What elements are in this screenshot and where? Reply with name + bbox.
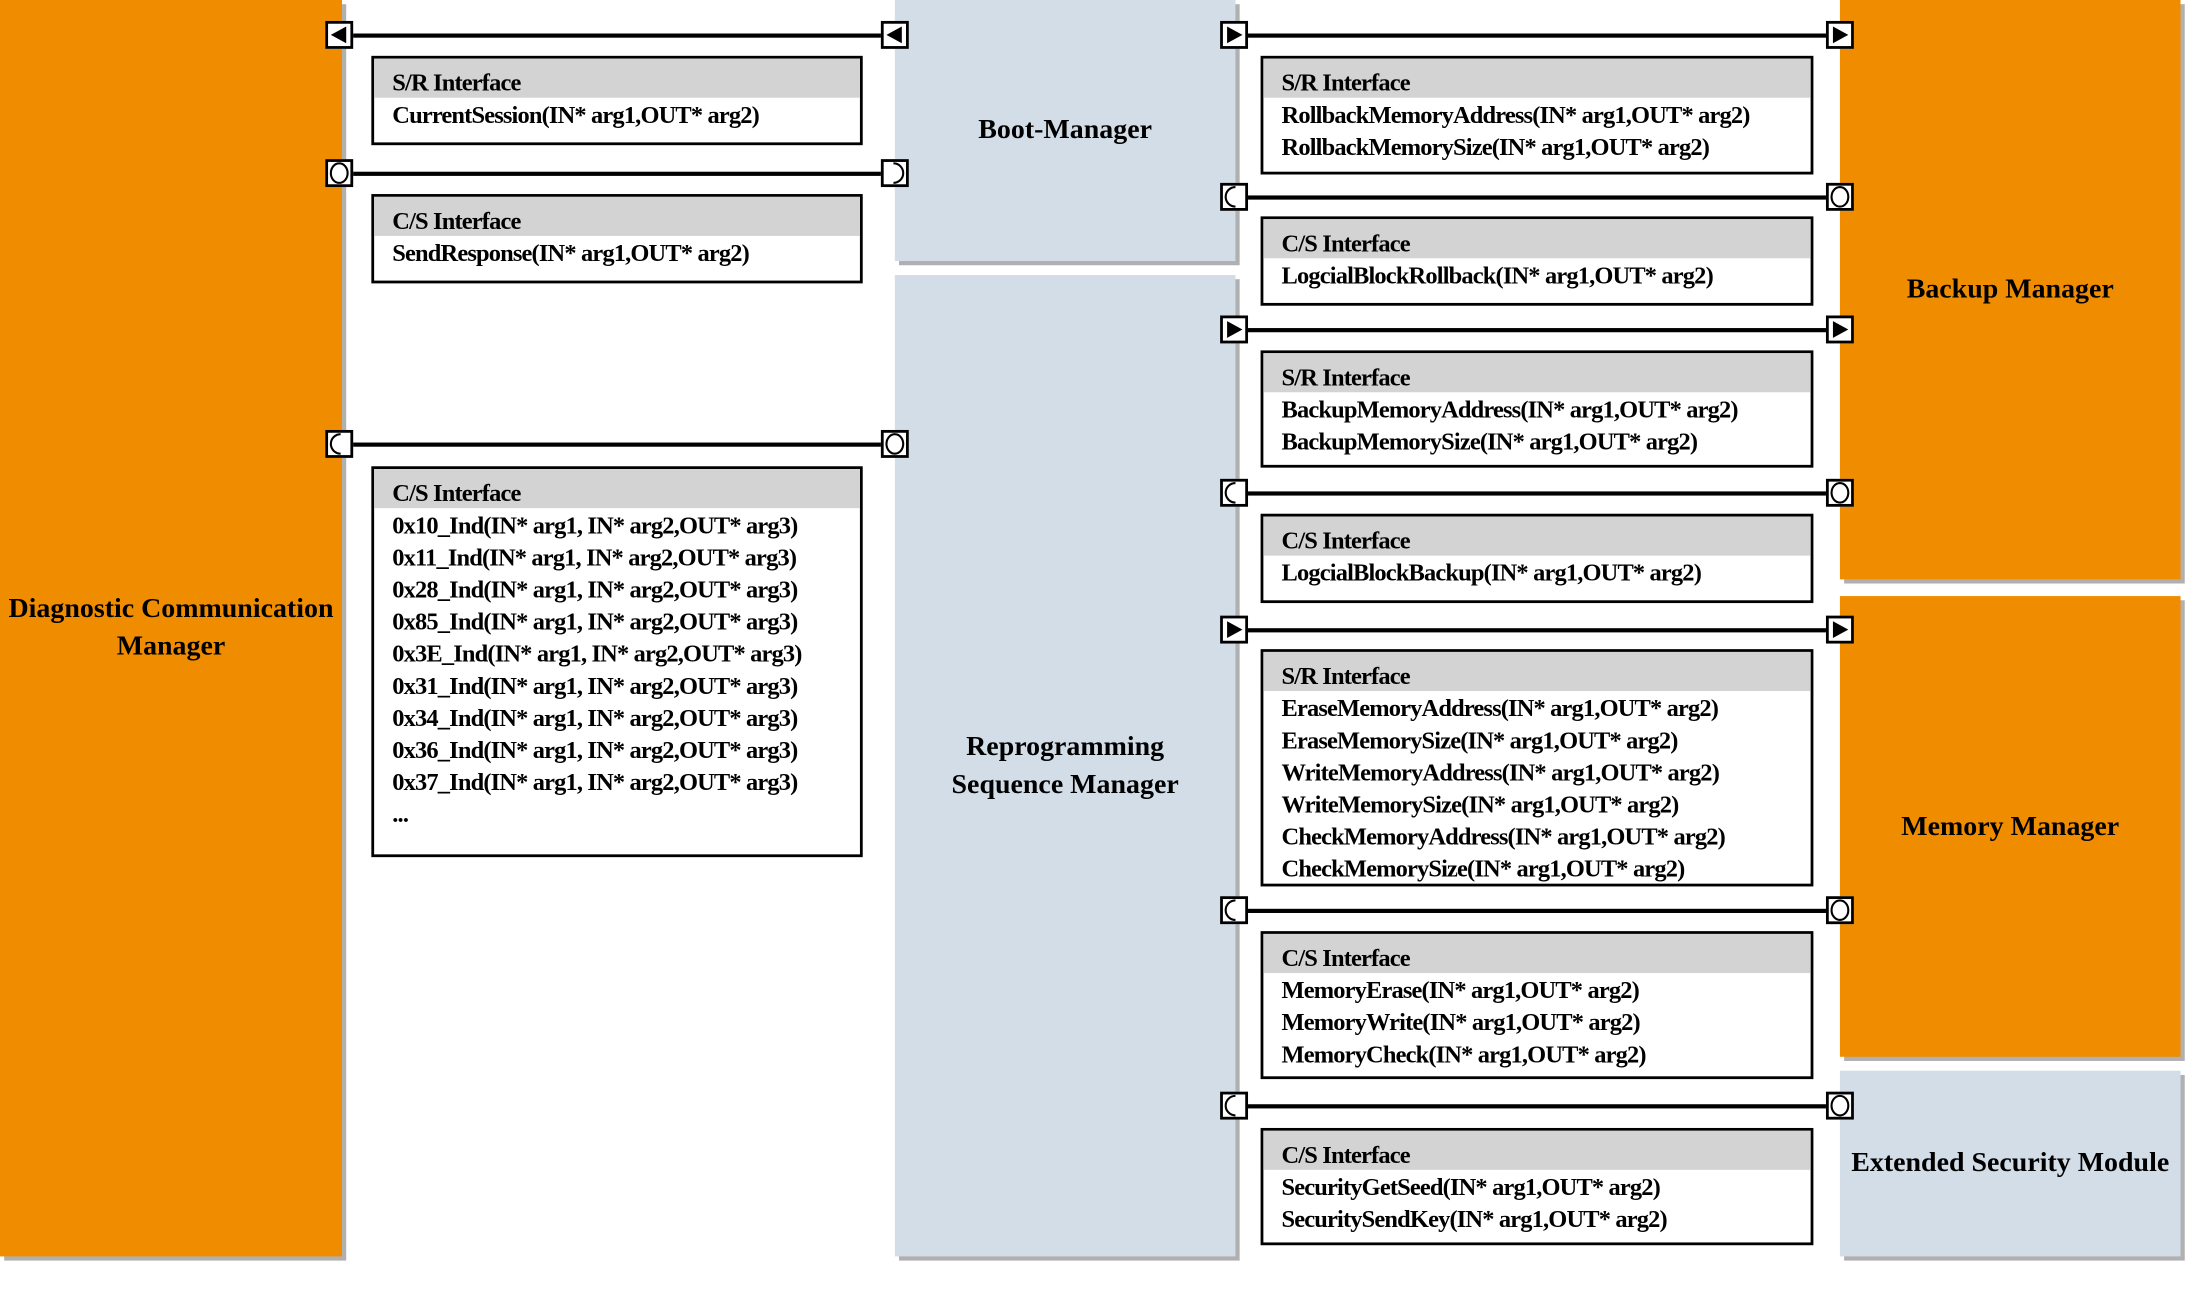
triangle-right-icon bbox=[1220, 315, 1249, 344]
interface-operation: CheckMemorySize(IN* arg1,OUT* arg2) bbox=[1281, 854, 1686, 883]
interface-operation: 0x34_Ind(IN* arg1, IN* arg2,OUT* arg3) bbox=[392, 703, 798, 732]
interface-operation: EraseMemoryAddress(IN* arg1,OUT* arg2) bbox=[1281, 693, 1719, 722]
circle-provided-icon bbox=[325, 159, 354, 188]
interface-operation: 0x28_Ind(IN* arg1, IN* arg2,OUT* arg3) bbox=[392, 575, 798, 604]
interface-title: C/S Interface bbox=[374, 469, 860, 509]
interface-operation: 0x36_Ind(IN* arg1, IN* arg2,OUT* arg3) bbox=[392, 735, 798, 764]
interface-operation: SendResponse(IN* arg1,OUT* arg2) bbox=[392, 238, 749, 267]
socket-required-icon bbox=[325, 429, 354, 458]
interface-operation: ... bbox=[392, 799, 409, 828]
socket-required-icon bbox=[880, 159, 909, 188]
interface-operation: EraseMemorySize(IN* arg1,OUT* arg2) bbox=[1281, 725, 1679, 754]
circle-provided-icon bbox=[880, 429, 909, 458]
reprogramming-sequence-manager: Reprogramming Sequence Manager bbox=[894, 275, 1236, 1257]
interface-operation: MemoryWrite(IN* arg1,OUT* arg2) bbox=[1281, 1007, 1641, 1036]
interface-title: C/S Interface bbox=[1263, 516, 1811, 556]
interface-title: C/S Interface bbox=[1263, 933, 1811, 974]
interface-operation: 0x37_Ind(IN* arg1, IN* arg2,OUT* arg3) bbox=[392, 767, 798, 796]
interface-operation: 0x31_Ind(IN* arg1, IN* arg2,OUT* arg3) bbox=[392, 671, 798, 700]
connector-line bbox=[1234, 33, 1840, 38]
component-label: Memory Manager bbox=[1901, 810, 2120, 842]
circle-provided-icon bbox=[1825, 1091, 1854, 1120]
connector-line bbox=[339, 171, 895, 176]
interface-operation: RollbackMemoryAddress(IN* arg1,OUT* arg2… bbox=[1281, 100, 1751, 129]
connector-line bbox=[1234, 1104, 1840, 1109]
circle-provided-icon bbox=[1825, 182, 1854, 211]
triangle-right-icon bbox=[1825, 315, 1854, 344]
interface-operation: BackupMemorySize(IN* arg1,OUT* arg2) bbox=[1281, 427, 1698, 456]
interface-title: C/S Interface bbox=[374, 196, 860, 236]
interface-operation: 0x11_Ind(IN* arg1, IN* arg2,OUT* arg3) bbox=[392, 543, 797, 571]
triangle-right-icon bbox=[1825, 615, 1854, 644]
interface-title: C/S Interface bbox=[1263, 219, 1811, 259]
component-label: Diagnostic Communication Manager bbox=[8, 593, 334, 662]
interface-operation: LogcialBlockBackup(IN* arg1,OUT* arg2) bbox=[1281, 558, 1702, 587]
connector-line bbox=[339, 442, 895, 447]
triangle-right-icon bbox=[1220, 615, 1249, 644]
interface-operation: 0x10_Ind(IN* arg1, IN* arg2,OUT* arg3) bbox=[392, 510, 798, 539]
triangle-left-icon bbox=[880, 20, 909, 49]
interface-title: S/R Interface bbox=[1263, 651, 1811, 692]
interface-operation: SecurityGetSeed(IN* arg1,OUT* arg2) bbox=[1281, 1172, 1661, 1201]
connector-line bbox=[1234, 328, 1840, 333]
interface-operation: CheckMemoryAddress(IN* arg1,OUT* arg2) bbox=[1281, 822, 1726, 851]
interface-operation: MemoryErase(IN* arg1,OUT* arg2) bbox=[1281, 975, 1640, 1004]
interface-operation: WriteMemoryAddress(IN* arg1,OUT* arg2) bbox=[1281, 758, 1720, 786]
interface-operation: 0x3E_Ind(IN* arg1, IN* arg2,OUT* arg3) bbox=[392, 639, 802, 668]
backup-manager: Backup Manager bbox=[1839, 0, 2181, 580]
component-label: Backup Manager bbox=[1906, 273, 2114, 305]
connector-line bbox=[339, 33, 895, 38]
connector-line bbox=[1234, 628, 1840, 633]
socket-required-icon bbox=[1220, 1091, 1249, 1120]
interface-title: S/R Interface bbox=[1263, 58, 1811, 98]
boot-manager: Boot-Manager bbox=[894, 0, 1236, 262]
socket-required-icon bbox=[1220, 182, 1249, 211]
memory-manager: Memory Manager bbox=[1839, 596, 2181, 1057]
connector-line bbox=[1234, 195, 1840, 200]
interface-title: C/S Interface bbox=[1263, 1130, 1811, 1170]
triangle-right-icon bbox=[1825, 20, 1854, 49]
interface-operation: CurrentSession(IN* arg1,OUT* arg2) bbox=[392, 100, 760, 129]
triangle-right-icon bbox=[1220, 20, 1249, 49]
component-label: Extended Security Module bbox=[1851, 1147, 2170, 1179]
connector-line bbox=[1234, 491, 1840, 496]
triangle-left-icon bbox=[325, 20, 354, 49]
component-label: Reprogramming Sequence Manager bbox=[951, 730, 1179, 800]
interface-operation: MemoryCheck(IN* arg1,OUT* arg2) bbox=[1281, 1040, 1647, 1068]
diagnostic-communication-manager: Diagnostic Communication Manager bbox=[0, 0, 343, 1257]
socket-required-icon bbox=[1220, 896, 1249, 925]
component-label: Boot-Manager bbox=[978, 114, 1152, 146]
circle-provided-icon bbox=[1825, 896, 1854, 925]
interface-operation: BackupMemoryAddress(IN* arg1,OUT* arg2) bbox=[1281, 395, 1739, 423]
circle-provided-icon bbox=[1825, 478, 1854, 507]
extended-security-module: Extended Security Module bbox=[1839, 1070, 2181, 1257]
interface-operation: 0x85_Ind(IN* arg1, IN* arg2,OUT* arg3) bbox=[392, 607, 798, 636]
interface-operation: SecuritySendKey(IN* arg1,OUT* arg2) bbox=[1281, 1204, 1668, 1233]
interface-title: S/R Interface bbox=[1263, 353, 1811, 393]
socket-required-icon bbox=[1220, 478, 1249, 507]
interface-title: S/R Interface bbox=[374, 58, 860, 98]
interface-operation: LogcialBlockRollback(IN* arg1,OUT* arg2) bbox=[1281, 261, 1714, 289]
interface-operation: WriteMemorySize(IN* arg1,OUT* arg2) bbox=[1281, 790, 1680, 819]
connector-line bbox=[1234, 908, 1840, 913]
interface-operation: RollbackMemorySize(IN* arg1,OUT* arg2) bbox=[1281, 132, 1710, 161]
